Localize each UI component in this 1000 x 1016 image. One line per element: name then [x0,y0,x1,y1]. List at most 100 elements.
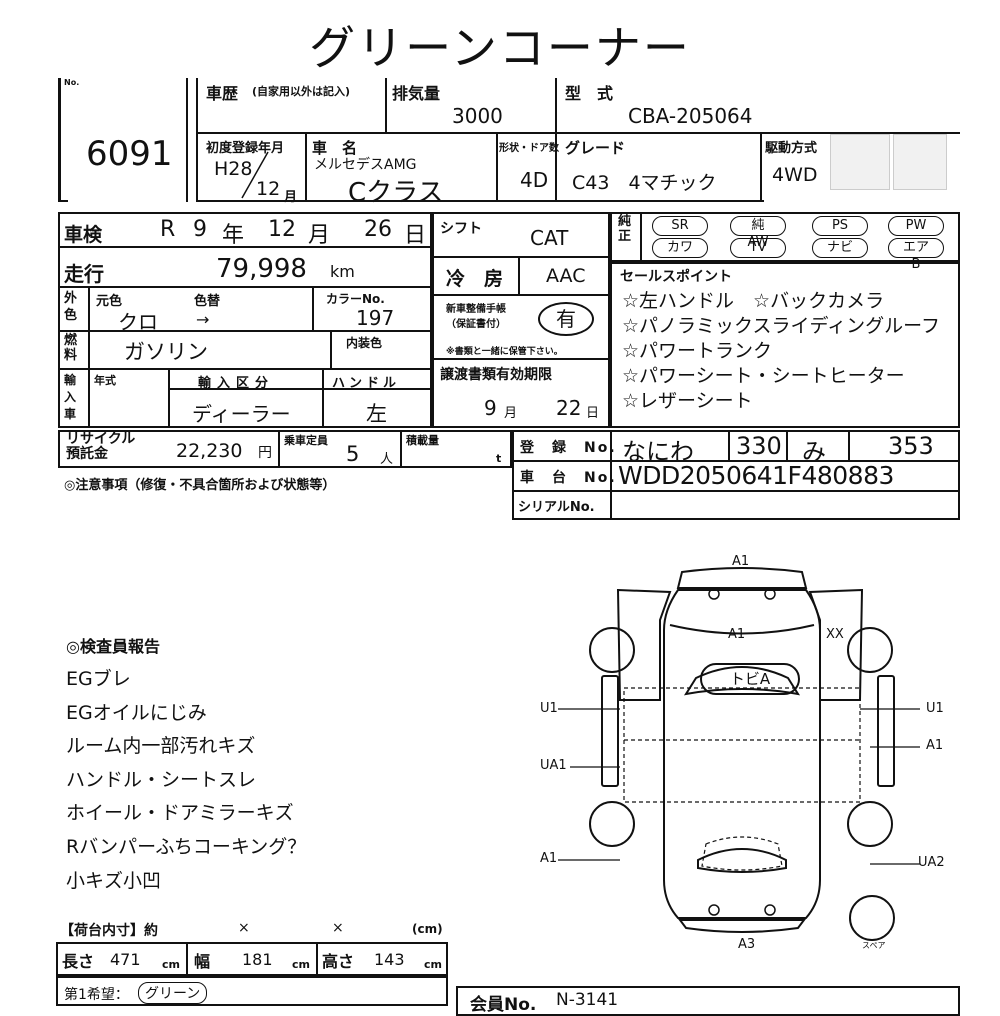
car-name: Cクラス [348,178,444,208]
equipment-pw: PW [888,216,944,236]
wish-label: 第1希望： [64,987,129,1003]
model-type-value: CBA-205064 [628,104,753,128]
inspection-year-unit: 年 [222,223,245,248]
drive-value: 4WD [772,164,818,186]
slash-divider [241,151,269,199]
load-label: 積載量 [406,434,439,447]
diagram-label-ua2-right: UA2 [918,855,945,870]
diagram-label-hood: A1 [728,627,746,642]
capacity-unit: 人 [380,452,394,467]
wish-value: グリーン [138,982,208,1004]
shift-box [432,212,610,428]
cargo-label: 【荷台内寸】約 [60,923,158,939]
left-side-sill [601,675,619,787]
inspection-month-unit: 月 [308,223,331,248]
diagram-label-a1-left-rear: A1 [540,851,558,866]
lot-bracket [58,78,61,202]
height-unit: cm [424,958,442,971]
dimensions-box [56,942,448,976]
height-label: 高さ [322,952,355,971]
chassis-label: 車 台 No. [520,470,617,486]
maintenance-note: ※書類と一緒に保管下さい。 [446,347,563,357]
mileage-unit: km [330,262,355,281]
diagram-label-spare: スペア [862,941,886,950]
equipment-airbag: エアB [888,238,944,272]
stamp-seal [893,134,947,190]
color-arrow: → [196,310,210,329]
first-reg-month-unit: 月 [284,190,298,205]
inspection-label: 車検 [64,224,103,246]
sales-points-box [610,262,960,428]
front-bumper-shape [676,567,808,589]
transfer-day-unit: 日 [586,406,600,421]
report-item: 小キズ小凹 [66,870,162,892]
first-reg-label: 初度登録年月 [206,141,285,156]
registration-class: 330 [736,432,782,460]
import-class-label: 輸入区分 [198,376,275,391]
length-value: 471 [110,950,141,969]
length-label: 長さ [62,952,95,971]
import-label: 輸入車 [64,373,77,421]
recycle-unit: 円 [258,445,272,461]
sales-point-item: ☆パノラミックスライディングルーフ [622,315,940,337]
rear-bumper-shape [678,919,806,933]
width-label: 幅 [194,952,211,971]
shift-label: シフト [440,221,482,237]
right-front-fender [808,588,864,701]
transfer-month: 9 [484,396,497,420]
shift-value: CAT [530,226,569,250]
recycle-label: リサイクル預託金 [66,432,135,462]
report-item: EGブレ [66,668,131,690]
first-reg-year: H28 [214,158,253,180]
capacity-label: 乗車定員 [284,434,328,447]
capacity-value: 5 [346,442,360,466]
transfer-docs-label: 譲渡書類有効期限 [440,367,552,383]
car-damage-diagram [558,567,920,941]
registration-number: 353 [888,432,934,460]
wheel-front-left [589,627,635,673]
fuel-label: 燃料 [64,333,78,363]
mileage-value: 79,998 [216,254,307,284]
width-unit: cm [292,958,310,971]
equipment-navi: ナビ [812,238,868,258]
report-item: ルーム内一部汚れキズ [66,735,256,757]
stamp-seal [830,134,890,190]
color-code-value: 197 [356,306,395,330]
registration-label: 登 録 No. [520,440,617,456]
sales-point-item: ☆パワーシート・シートヒーター [622,365,905,387]
right-side-sill [877,675,895,787]
equipment-label: 純正 [618,214,632,244]
sales-point-item: ☆パワートランク [622,340,773,362]
rear-window [697,848,787,873]
vehicle-info-box [58,212,432,428]
displacement-value: 3000 [452,104,503,128]
body-doors-label: 形状・ドア数 [499,143,559,154]
color-code-label: カラーNo. [326,292,385,306]
load-unit: t [496,452,502,465]
sales-point-item: ☆左ハンドル ☆バックカメラ [622,290,885,312]
car-maker: メルセデスAMG [314,157,417,173]
aircon-label: 冷 房 [446,268,504,290]
report-item: EGオイルにじみ [66,702,207,724]
wish-box [56,976,448,1006]
orig-color-label: 元色 [96,294,123,309]
fuel-value: ガソリン [124,340,208,364]
body-doors-value: 4D [520,168,549,192]
wheel-rear-right [847,801,893,847]
equipment-tv: TV [730,238,786,258]
diagram-label-ua1-left: UA1 [540,758,567,773]
maintenance-value: 有 [538,302,594,336]
sales-point-item: ☆レザーシート [622,390,753,412]
left-front-fender [616,588,672,701]
member-value: N-3141 [556,990,619,1010]
hood-line [669,624,815,635]
outer-color-label: 外色 [64,291,78,323]
diagram-label-u1-right: U1 [926,701,944,716]
import-year-label: 年式 [94,374,116,387]
diagram-label-u1-left: U1 [540,701,558,716]
equipment-alloy-wheel: 純AW [730,216,786,250]
registration-box [512,430,960,520]
first-reg-month: 12 [256,178,281,200]
recycle-label-line1: リサイクル [66,431,136,447]
inspection-month: 12 [268,217,296,242]
